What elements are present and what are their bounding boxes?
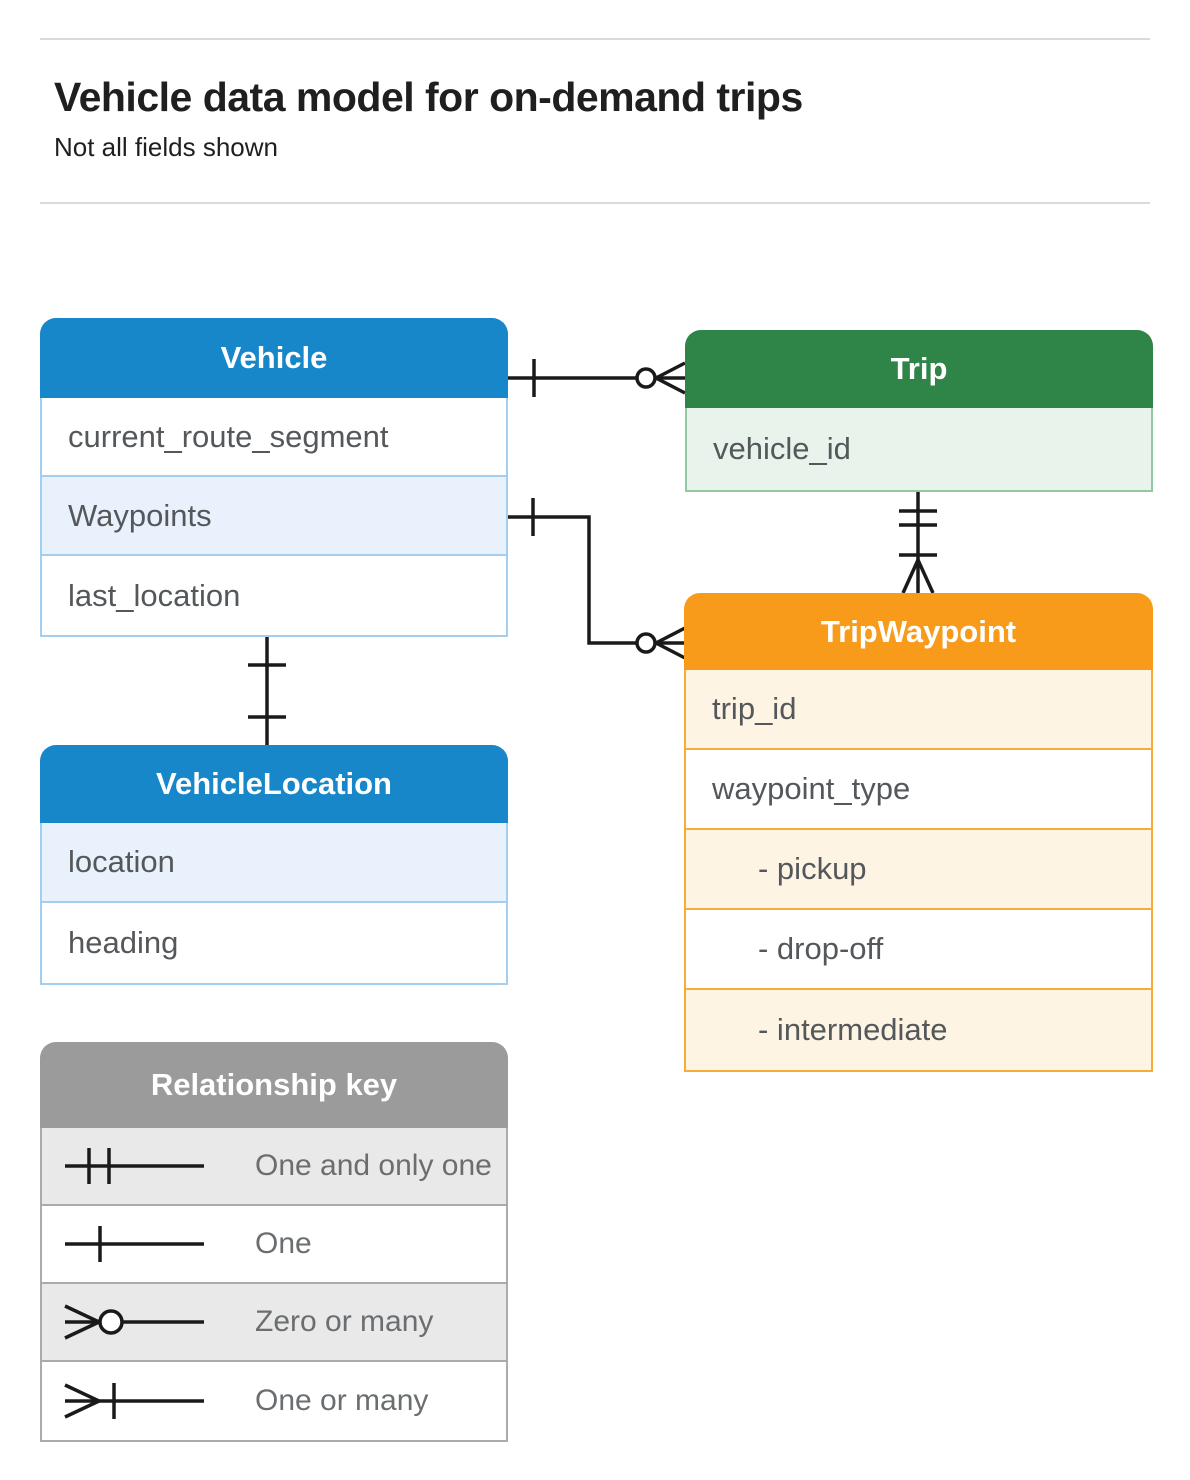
entity-header-trip: Trip bbox=[685, 330, 1153, 408]
entity-header-vehicle: Vehicle bbox=[40, 318, 508, 398]
relationship-key: Relationship key One and only one bbox=[40, 1042, 508, 1442]
field-label: waypoint_type bbox=[712, 771, 911, 806]
field-label: last_location bbox=[68, 577, 241, 613]
relationship-key-body: One and only one One bbox=[40, 1128, 508, 1442]
field-label: vehicle_id bbox=[713, 431, 851, 466]
legend-item-label: One and only one bbox=[255, 1149, 492, 1182]
one-and-only-one-symbol bbox=[62, 1144, 217, 1188]
one-symbol bbox=[62, 1222, 217, 1266]
legend-item: One bbox=[42, 1206, 506, 1284]
field-row: location bbox=[42, 823, 506, 903]
field-row: - pickup bbox=[686, 830, 1151, 910]
entity-body: current_route_segment Waypoints last_loc… bbox=[40, 398, 508, 637]
entity-table-vehiclelocation: VehicleLocation location heading bbox=[40, 745, 508, 985]
field-label: - intermediate bbox=[758, 1012, 948, 1047]
relationship-key-header: Relationship key bbox=[40, 1042, 508, 1128]
entity-header-vehiclelocation: VehicleLocation bbox=[40, 745, 508, 823]
entity-title: Vehicle bbox=[220, 340, 328, 375]
header-divider bbox=[40, 202, 1150, 204]
legend-item-label: Zero or many bbox=[255, 1305, 434, 1338]
field-row: Waypoints bbox=[42, 477, 506, 556]
legend-item: One and only one bbox=[42, 1128, 506, 1206]
field-row: vehicle_id bbox=[687, 408, 1151, 490]
entity-table-trip: Trip vehicle_id bbox=[685, 330, 1153, 492]
entity-table-tripwaypoint: TripWaypoint trip_id waypoint_type - pic… bbox=[684, 593, 1153, 1072]
page-title: Vehicle data model for on-demand trips bbox=[54, 74, 803, 120]
entity-table-vehicle: Vehicle current_route_segment Waypoints … bbox=[40, 318, 508, 637]
entity-title: Trip bbox=[890, 351, 948, 386]
field-label: current_route_segment bbox=[68, 418, 389, 454]
entity-title: TripWaypoint bbox=[820, 613, 1017, 649]
field-label: trip_id bbox=[712, 691, 797, 726]
relationship-key-title: Relationship key bbox=[150, 1067, 398, 1102]
field-label: - drop-off bbox=[758, 931, 884, 966]
legend-item-label: One bbox=[255, 1227, 312, 1260]
page-subtitle: Not all fields shown bbox=[54, 132, 278, 162]
legend-item: Zero or many bbox=[42, 1284, 506, 1362]
field-label: - pickup bbox=[758, 851, 867, 886]
one-or-many-symbol bbox=[62, 1379, 217, 1423]
entity-title: VehicleLocation bbox=[155, 766, 392, 801]
field-row: - drop-off bbox=[686, 910, 1151, 990]
field-label: Waypoints bbox=[68, 497, 212, 533]
entity-body: location heading bbox=[40, 823, 508, 985]
entity-header-tripwaypoint: TripWaypoint bbox=[684, 593, 1153, 670]
field-row: - intermediate bbox=[686, 990, 1151, 1070]
field-label: heading bbox=[68, 925, 179, 960]
field-row: last_location bbox=[42, 556, 506, 635]
connector-trip-tripwaypoint bbox=[899, 490, 937, 594]
legend-item-label: One or many bbox=[255, 1384, 429, 1417]
connector-waypoints-tripwaypoint bbox=[508, 498, 686, 660]
entity-body: trip_id waypoint_type - pickup - drop-of… bbox=[684, 670, 1153, 1072]
connector-vehicle-vehiclelocation bbox=[248, 635, 286, 745]
zero-or-many-symbol bbox=[62, 1300, 217, 1344]
field-row: current_route_segment bbox=[42, 398, 506, 477]
field-row: trip_id bbox=[686, 670, 1151, 750]
connector-vehicle-trip bbox=[508, 359, 686, 397]
top-divider bbox=[40, 38, 1150, 40]
legend-item: One or many bbox=[42, 1362, 506, 1440]
field-row: waypoint_type bbox=[686, 750, 1151, 830]
entity-body: vehicle_id bbox=[685, 408, 1153, 492]
field-row: heading bbox=[42, 903, 506, 983]
field-label: location bbox=[68, 844, 175, 879]
